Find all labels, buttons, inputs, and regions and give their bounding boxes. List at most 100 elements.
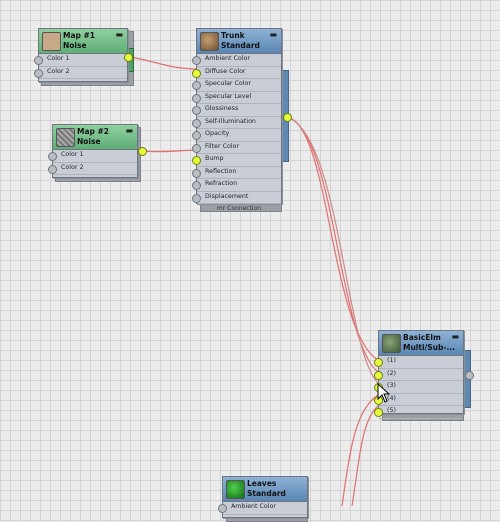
slot-label: Color 2 (61, 163, 84, 171)
socket-icon[interactable] (374, 408, 383, 417)
socket-icon[interactable] (192, 56, 201, 65)
slot-specular-level[interactable]: Specular Level (192, 92, 281, 104)
slot-ambient-color[interactable]: Ambient Color (192, 54, 281, 67)
slot-label: Glossiness (205, 105, 239, 112)
slot-label: (4) (387, 394, 396, 402)
socket-icon[interactable] (192, 193, 201, 203)
slot-color-2[interactable]: Color 2 (34, 67, 127, 79)
wire-trunk-to-slot3[interactable] (286, 116, 379, 384)
slot-label: (3) (387, 382, 396, 389)
slot-color-2[interactable]: Color 2 (48, 163, 137, 175)
slot-label: Displacement (205, 192, 249, 200)
slot-color-1[interactable]: Color 1 (48, 150, 137, 163)
slot-label: Bump (205, 155, 224, 162)
socket-icon[interactable] (192, 106, 201, 115)
socket-icon[interactable] (48, 164, 57, 174)
output-socket-icon[interactable] (138, 147, 147, 156)
slot-self-illumination[interactable]: Self-Illumination (192, 117, 281, 129)
slot-5[interactable]: (5) (374, 406, 463, 419)
slot-label: Diffuse Color (205, 67, 246, 75)
material-sphere-icon (226, 480, 245, 499)
slot-label: Ambient Color (205, 55, 250, 62)
wire-map2-to-bump[interactable] (141, 149, 198, 153)
socket-icon[interactable] (34, 56, 43, 65)
minimize-button[interactable]: ▬ (115, 30, 123, 39)
socket-icon[interactable] (192, 156, 201, 165)
wire-trunk-to-slot1[interactable] (286, 116, 379, 361)
minimize-button[interactable]: ▬ (125, 126, 133, 135)
map-thumbnail-icon (42, 32, 61, 51)
socket-icon[interactable] (218, 504, 227, 513)
slot-diffuse-color[interactable]: Diffuse Color (192, 67, 281, 79)
material-sphere-icon (200, 32, 219, 51)
socket-icon[interactable] (48, 152, 57, 161)
slot-displacement[interactable]: Displacement (192, 192, 281, 204)
slot-filter-color[interactable]: Filter Color (192, 142, 281, 154)
socket-icon[interactable] (374, 370, 383, 380)
wire-leaves-to-slot4[interactable] (341, 394, 379, 506)
slot-opacity[interactable]: Opacity (192, 129, 281, 142)
mr-connection-rollout[interactable]: mr Connection (216, 205, 262, 212)
socket-icon[interactable] (192, 81, 201, 90)
socket-icon[interactable] (192, 131, 201, 140)
socket-icon[interactable] (192, 168, 201, 178)
output-socket-icon[interactable] (124, 53, 133, 62)
slot-label: Specular Color (205, 80, 251, 87)
wire-map1-to-diffuse[interactable] (129, 56, 198, 70)
output-socket-icon[interactable] (283, 113, 292, 122)
material-sphere-icon (382, 334, 401, 353)
slot-4[interactable]: (4) (374, 394, 463, 406)
slot-label: Specular Level (205, 92, 252, 100)
slot-color-1[interactable]: Color 1 (34, 54, 127, 67)
slot-refraction[interactable]: Refraction (192, 179, 281, 192)
noise-thumbnail-icon (56, 128, 75, 147)
minimize-button[interactable]: ▬ (451, 332, 459, 341)
slot-label: Color 1 (61, 151, 84, 158)
mouse-cursor-icon (377, 383, 391, 403)
socket-icon[interactable] (192, 143, 201, 153)
socket-icon[interactable] (192, 118, 201, 128)
slot-3[interactable]: (3) (374, 381, 463, 394)
slot-reflection[interactable]: Reflection (192, 167, 281, 179)
slot-specular-color[interactable]: Specular Color (192, 79, 281, 92)
socket-icon[interactable] (34, 68, 43, 78)
slot-bump[interactable]: Bump (192, 154, 281, 167)
slot-label: Self-Illumination (205, 117, 256, 125)
slot-label: Opacity (205, 130, 230, 137)
wire-leaves-to-slot5[interactable] (351, 405, 379, 506)
output-socket-icon[interactable] (465, 371, 474, 380)
slot-ambient-color[interactable]: Ambient Color (218, 502, 307, 515)
wire-trunk-to-slot2[interactable] (286, 116, 379, 373)
slot-glossiness[interactable]: Glossiness (192, 104, 281, 117)
socket-icon[interactable] (374, 358, 383, 367)
socket-icon[interactable] (192, 93, 201, 103)
slot-label: Color 2 (47, 67, 70, 75)
slot-label: Ambient Color (231, 503, 276, 510)
slot-2[interactable]: (2) (374, 369, 463, 381)
slot-label: (5) (387, 407, 396, 414)
slot-label: (2) (387, 369, 396, 377)
slot-label: Color 1 (47, 55, 70, 62)
slot-1[interactable]: (1) (374, 356, 463, 369)
minimize-button[interactable]: ▬ (269, 30, 277, 39)
slot-label: Reflection (205, 167, 237, 175)
socket-icon[interactable] (192, 181, 201, 190)
slot-label: Refraction (205, 180, 238, 187)
socket-icon[interactable] (192, 68, 201, 78)
slot-label: Filter Color (205, 142, 240, 150)
